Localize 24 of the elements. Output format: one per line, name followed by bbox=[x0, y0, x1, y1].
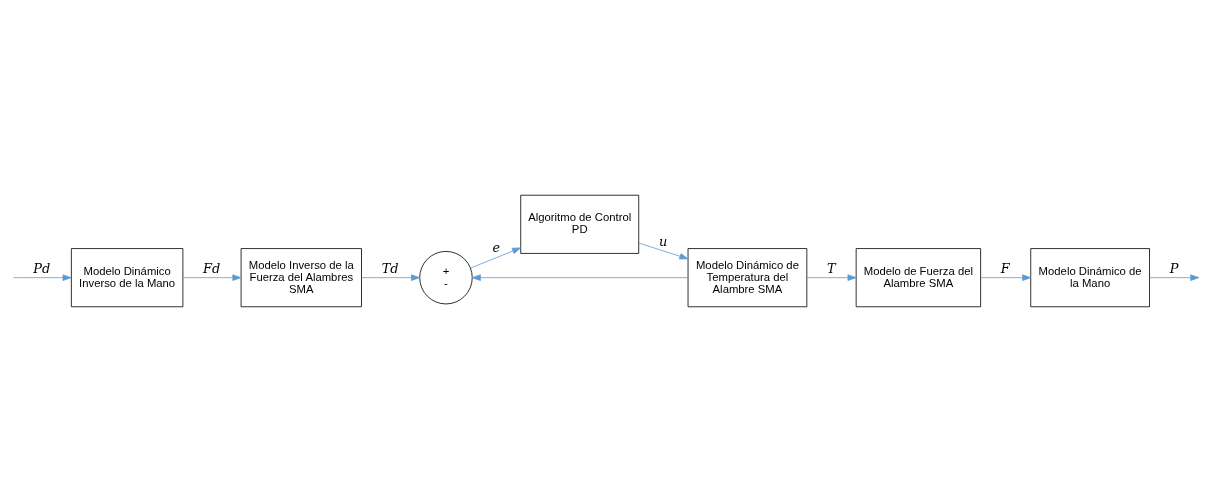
arrow bbox=[638, 242, 689, 259]
edge-label: Fd bbox=[203, 260, 221, 276]
arrow bbox=[471, 273, 689, 281]
arrow bbox=[182, 273, 242, 281]
node-circle: + - bbox=[419, 250, 473, 304]
arrow bbox=[1149, 273, 1200, 281]
arrow bbox=[12, 273, 72, 281]
edge-label: Pd bbox=[33, 260, 51, 276]
edge-label: Td bbox=[381, 260, 399, 276]
arrow bbox=[361, 273, 420, 281]
edge-label: u bbox=[658, 233, 668, 249]
arrow bbox=[806, 273, 857, 281]
edge-label: F bbox=[1000, 260, 1010, 276]
edge-label: T bbox=[827, 260, 836, 276]
arrow bbox=[980, 273, 1032, 281]
node-box: Modelo Dinámico de Temperatura del Alambre SMA bbox=[687, 247, 808, 307]
arrow bbox=[470, 247, 521, 268]
edge-label: P bbox=[1169, 260, 1179, 276]
node-box: Modelo Dinámico de la Mano bbox=[1030, 247, 1150, 307]
node-box: Algoritmo de Control PD bbox=[520, 194, 640, 254]
node-box: Modelo Inverso de la Fuerza del Alambres SMA bbox=[240, 247, 362, 307]
node-box: Modelo Dinámico Inverso de la Mano bbox=[70, 247, 184, 307]
node-box: Modelo de Fuerza del Alambre SMA bbox=[855, 247, 981, 307]
edge-label: e bbox=[492, 239, 501, 255]
